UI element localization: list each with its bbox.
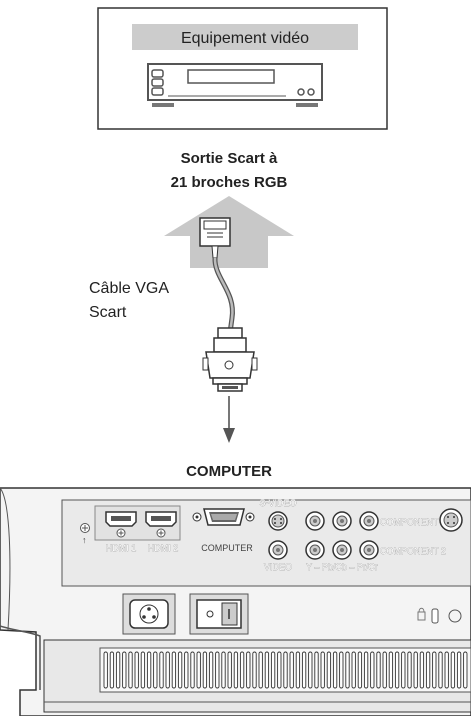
component1-rca-ports: [305, 511, 379, 531]
grille-slot: [357, 651, 363, 689]
grille-slot: [252, 651, 257, 689]
output-label-line1: Sortie Scart à: [181, 150, 278, 167]
grille-slot: [463, 651, 468, 689]
grille-slot: [196, 651, 201, 689]
grille-slot: [221, 651, 226, 689]
grille-slot: [103, 651, 108, 689]
power-socket-icon: [122, 593, 176, 635]
grille-slot: [289, 651, 294, 689]
grille-slot: [122, 651, 127, 689]
grille-slot: [432, 651, 437, 689]
grille-slot: [450, 651, 456, 689]
grille-slot: [233, 651, 239, 689]
grille-slot: [190, 651, 195, 689]
vcr-icon: [147, 63, 323, 107]
grille-slot: [326, 651, 332, 689]
grille-slot: [345, 651, 350, 689]
grille-slot: [208, 651, 214, 689]
grille-slot: [339, 651, 344, 689]
output-label-line2: 21 broches RGB: [171, 174, 288, 191]
grille-slot: [115, 651, 121, 689]
input-label: COMPUTER: [186, 463, 272, 480]
video-equipment: Equipement vidéo: [97, 7, 388, 130]
grille-slot: [227, 651, 232, 689]
grille-slot: [394, 651, 400, 689]
grille-slot: [202, 651, 208, 689]
grille-slot: [314, 651, 319, 689]
grille-slot: [320, 651, 325, 689]
grille-slot: [270, 651, 276, 689]
grille-slot: [382, 651, 387, 689]
cable-label-line1: Câble VGA: [89, 280, 169, 297]
grille-slot: [376, 651, 381, 689]
svg-text:↑: ↑: [82, 535, 87, 545]
grille-slot: [264, 651, 270, 689]
grille-slot: [246, 651, 251, 689]
grille-slot: [153, 651, 158, 689]
grille-slot: [401, 651, 406, 689]
grille-slot: [388, 651, 394, 689]
control-port: [439, 508, 463, 532]
video-label: VIDEO: [264, 562, 292, 572]
svideo-label: S-VIDEO: [259, 498, 296, 508]
grille-slot: [134, 651, 139, 689]
grille-slot: [332, 651, 338, 689]
grille-slot: [184, 651, 189, 689]
video-rca-port: [268, 540, 288, 560]
grille-slot: [370, 651, 375, 689]
grille-slot: [140, 651, 146, 689]
scart-plug-icon: [199, 217, 231, 259]
grille-slot: [146, 651, 152, 689]
hdmi2-label: HDMI 2: [148, 543, 179, 553]
grille-slot: [258, 651, 263, 689]
device-label: Equipement vidéo: [181, 30, 309, 47]
grille-slot: [109, 651, 115, 689]
component2-rca-ports: [305, 540, 379, 560]
component2-label: COMPONENT 2: [380, 546, 446, 556]
grille-slot: [177, 651, 183, 689]
grille-slot: [444, 651, 449, 689]
security-lock-icon: [417, 607, 462, 624]
hdmi1-port: [105, 511, 137, 538]
grille-slot: [351, 651, 356, 689]
grille-slot: [456, 651, 462, 689]
cable-label-line2: Scart: [89, 304, 127, 321]
computer-port-label: COMPUTER: [201, 543, 253, 553]
svideo-port: [268, 511, 288, 531]
projector-rear-panel: ↑ HDMI 1 HDMI 2: [0, 487, 471, 716]
grille-slot: [171, 651, 177, 689]
component1-label: COMPONENT 1: [380, 517, 446, 527]
grille-slot: [128, 651, 133, 689]
grille-slot: [277, 651, 282, 689]
hdmi1-label: HDMI 1: [106, 543, 137, 553]
grille-slot: [407, 651, 412, 689]
grille-slot: [295, 651, 301, 689]
grille-slot: [425, 651, 431, 689]
grille-slot: [413, 651, 418, 689]
grille-slot: [159, 651, 164, 689]
grille-slot: [239, 651, 245, 689]
vga-plug-icon: [202, 327, 258, 392]
grille-slot: [283, 651, 288, 689]
grille-slot: [215, 651, 220, 689]
grille-slot: [363, 651, 369, 689]
grille-slot: [308, 651, 313, 689]
grille-slot: [301, 651, 307, 689]
hdmi2-port: [145, 511, 177, 538]
device-label-bar: [132, 24, 358, 50]
grille-slot: [419, 651, 425, 689]
computer-vga-port: [192, 508, 255, 526]
grille-slot: [438, 651, 443, 689]
main-power-switch: [189, 593, 249, 635]
ypbpr-label: Y – Pb/Cb – Pr/Cr: [306, 562, 378, 572]
grille-slot: [165, 651, 170, 689]
ventilation-grille: [43, 639, 471, 713]
down-arrow-icon: [223, 396, 235, 443]
